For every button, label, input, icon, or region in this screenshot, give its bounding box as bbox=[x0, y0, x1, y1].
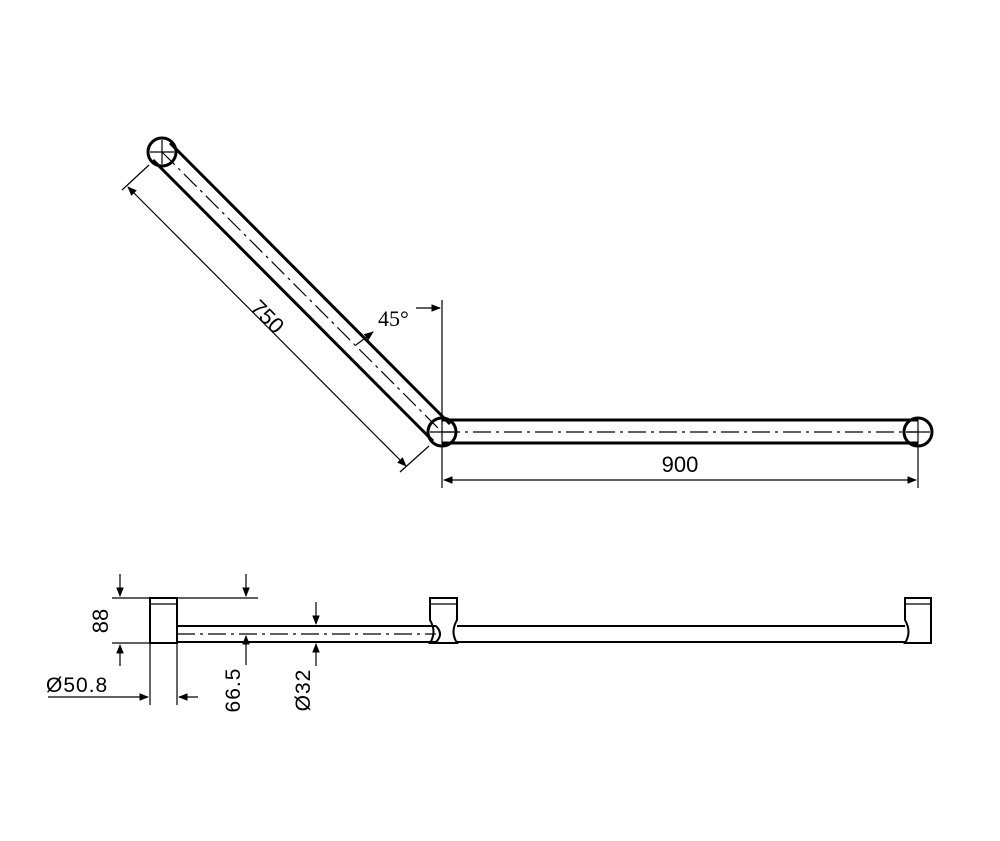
side-flange-middle bbox=[428, 597, 459, 644]
dimension-50-8-label: Ø50.8 bbox=[46, 674, 108, 697]
straight-arm bbox=[442, 418, 918, 445]
flange-corner bbox=[426, 416, 458, 448]
dimension-750-label: 750 bbox=[245, 295, 289, 339]
angled-arm bbox=[151, 141, 452, 443]
dimension-88: 88 bbox=[88, 574, 150, 666]
side-tube-right bbox=[457, 625, 905, 643]
dimension-900: 900 bbox=[441, 447, 919, 488]
side-flange-left bbox=[149, 597, 178, 644]
plan-view: 750 45° 900 bbox=[121, 136, 934, 488]
dimension-88-label: 88 bbox=[88, 609, 113, 633]
dimension-50-8: Ø50.8 bbox=[46, 643, 198, 705]
angle-label: 45° bbox=[378, 306, 409, 331]
dimension-32-label: Ø32 bbox=[292, 669, 315, 712]
dimension-32: Ø32 bbox=[292, 602, 320, 712]
dimension-66-5-label: 66.5 bbox=[222, 668, 245, 713]
flange-right-end bbox=[902, 416, 934, 448]
dimension-66-5: 66.5 bbox=[177, 574, 258, 712]
side-tube-left bbox=[177, 625, 441, 643]
dimension-angle: 45° bbox=[355, 300, 443, 420]
flange-left-end bbox=[146, 136, 178, 168]
side-flange-right bbox=[903, 597, 932, 644]
dimension-900-label: 900 bbox=[662, 452, 699, 477]
side-view: 88 Ø50.8 66.5 Ø32 bbox=[46, 574, 932, 712]
